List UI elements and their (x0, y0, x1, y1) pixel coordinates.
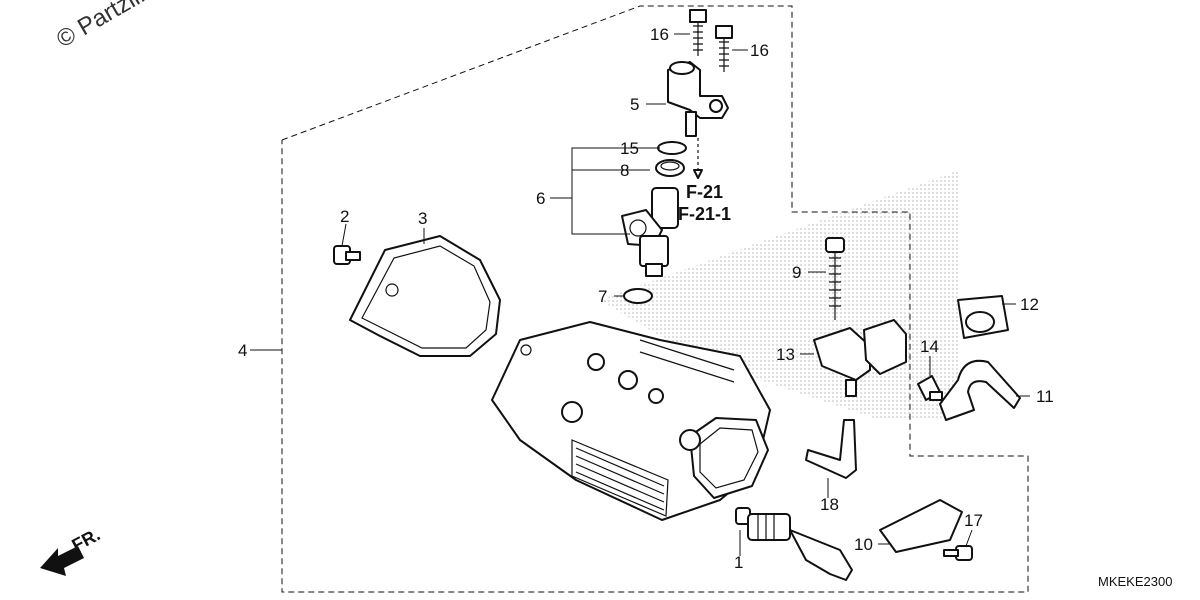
clamp-11 (939, 359, 1021, 421)
callout-3: 3 (418, 209, 427, 228)
o-ring-15 (657, 141, 687, 155)
callout-12: 12 (1020, 295, 1039, 314)
callout-9: 9 (792, 263, 801, 282)
seal-8 (655, 159, 685, 177)
callout-11: 11 (1036, 387, 1054, 406)
grommet-12 (957, 295, 1009, 339)
callout-labels: 1 2 3 4 5 6 7 8 9 10 11 12 13 14 15 16 1… (238, 25, 1054, 572)
bolt-2 (333, 245, 361, 265)
sensor-13 (813, 319, 907, 397)
callout-10: 10 (854, 535, 873, 554)
callout-17: 17 (964, 511, 983, 530)
callout-18: 18 (820, 495, 839, 514)
callout-5: 5 (630, 95, 639, 114)
callout-14: 14 (920, 337, 939, 356)
callout-8: 8 (620, 161, 629, 180)
cover-3 (349, 235, 501, 357)
callout-4: 4 (238, 341, 247, 360)
callout-bracket-6 (571, 147, 660, 235)
sensor-1 (735, 507, 853, 581)
o-ring-7 (623, 288, 653, 304)
callout-16-left: 16 (650, 25, 669, 44)
callout-1: 1 (734, 553, 743, 572)
callout-16-right: 16 (750, 41, 769, 60)
callout-2: 2 (340, 207, 349, 226)
bolt-16-right (715, 25, 733, 72)
callout-13: 13 (776, 345, 795, 364)
reference-f21-1: F-21-1 (678, 204, 731, 224)
part-5-bracket (667, 61, 729, 179)
diagram-code: MKEKE2300 (1098, 574, 1173, 589)
leader-lines (250, 33, 1030, 556)
hose-18 (805, 419, 857, 479)
reference-f21: F-21 (686, 182, 723, 202)
bolt-17 (943, 545, 973, 561)
bolt-9 (825, 237, 845, 320)
callout-6: 6 (536, 189, 545, 208)
fr-arrow-icon (40, 546, 84, 576)
bolt-16-left (689, 9, 707, 56)
bracket-10 (879, 499, 963, 553)
callout-7: 7 (598, 287, 607, 306)
throttle-body (491, 321, 771, 521)
callout-15: 15 (620, 139, 639, 158)
injector-6 (621, 187, 679, 277)
bolt-14 (917, 375, 943, 401)
